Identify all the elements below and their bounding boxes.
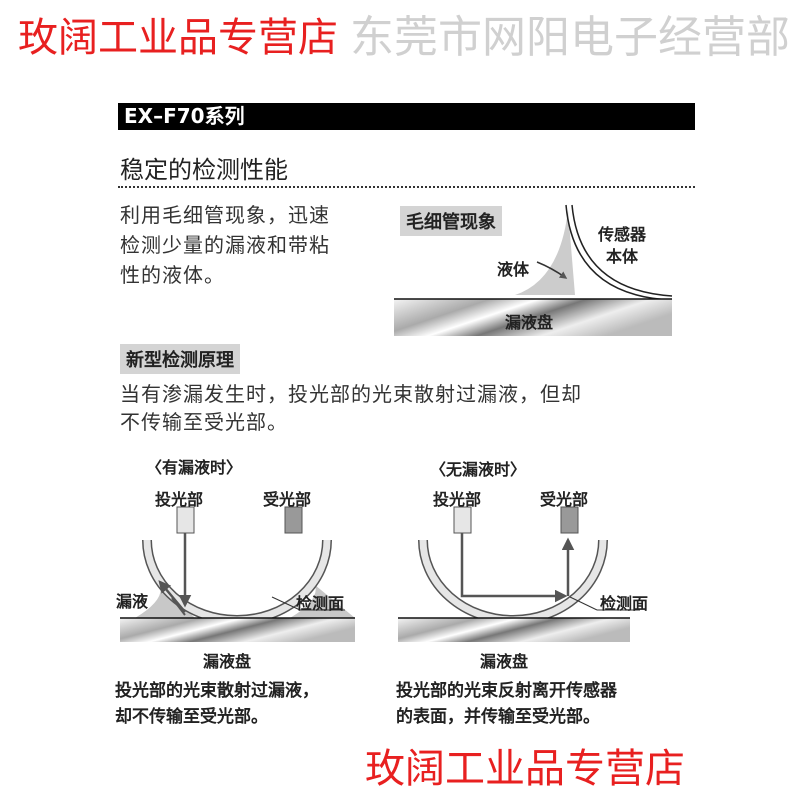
receiver-box xyxy=(284,506,303,534)
emitter-label: 投光部 xyxy=(433,490,482,509)
noleak-diagram xyxy=(398,506,640,642)
receiver-label: 受光部 xyxy=(540,490,589,509)
series-title-bar: EX–F70系列 xyxy=(118,103,695,130)
noleak-caption: 投光部的光束反射离开传感器 的表面，并传输至受光部。 xyxy=(396,678,617,730)
caption-line: 却不传输至受光部。 xyxy=(115,707,268,727)
caption-line: 投光部的光束反射离开传感器 xyxy=(396,681,617,701)
receiver-box xyxy=(560,506,579,534)
leak-label: 漏液 xyxy=(116,592,149,611)
text-line: 当有渗漏发生时，投光部的光束散射过漏液，但却 xyxy=(120,382,582,406)
receiver-label: 受光部 xyxy=(263,490,312,509)
leak-title: 〈有漏液时〉 xyxy=(146,458,243,477)
store-watermark-top: 玫阔工业品专营店 xyxy=(18,15,338,61)
capillary-diagram xyxy=(394,204,673,336)
capillary-tray-label: 漏液盘 xyxy=(505,313,554,332)
liquid-label: 液体 xyxy=(497,260,530,279)
emitter-box xyxy=(453,506,472,534)
company-watermark: 东莞市网阳电子经营部 xyxy=(350,12,790,63)
tray xyxy=(398,618,630,642)
leak-caption: 投光部的光束散射过漏液， 却不传输至受光部。 xyxy=(115,678,319,730)
tray-label: 漏液盘 xyxy=(480,652,529,671)
surface-label: 检测面 xyxy=(600,594,649,613)
text-line: 检测少量的漏液和带粘 xyxy=(120,233,330,257)
label-line: 传感器 xyxy=(598,225,647,244)
tray-label: 漏液盘 xyxy=(203,652,252,671)
section-heading: 稳定的检测性能 xyxy=(120,156,288,184)
label-line: 本体 xyxy=(606,247,639,266)
store-watermark-bottom: 玫阔工业品专营店 xyxy=(365,746,685,792)
caption-line: 的表面，并传输至受光部。 xyxy=(396,707,600,727)
leak-diagram xyxy=(120,506,355,642)
text-line: 性的液体。 xyxy=(120,263,225,287)
surface-label: 检测面 xyxy=(296,594,345,613)
text-line: 利用毛细管现象，迅速 xyxy=(120,203,330,227)
dotted-divider xyxy=(118,186,695,188)
tray xyxy=(394,299,672,336)
caption-line: 投光部的光束散射过漏液， xyxy=(115,681,319,701)
emitter-box xyxy=(176,506,195,534)
principle-text: 当有渗漏发生时，投光部的光束散射过漏液，但却 不传输至受光部。 xyxy=(120,380,582,436)
capillary-text: 利用毛细管现象，迅速 检测少量的漏液和带粘 性的液体。 xyxy=(120,200,330,290)
emitter-label: 投光部 xyxy=(155,490,204,509)
principle-tag: 新型检测原理 xyxy=(120,344,240,374)
text-line: 不传输至受光部。 xyxy=(120,410,288,434)
tray xyxy=(120,618,355,642)
sensor-body-label: 传感器 本体 xyxy=(598,224,646,268)
noleak-title: 〈无漏液时〉 xyxy=(430,460,527,479)
capillary-tag: 毛细管现象 xyxy=(400,206,502,236)
